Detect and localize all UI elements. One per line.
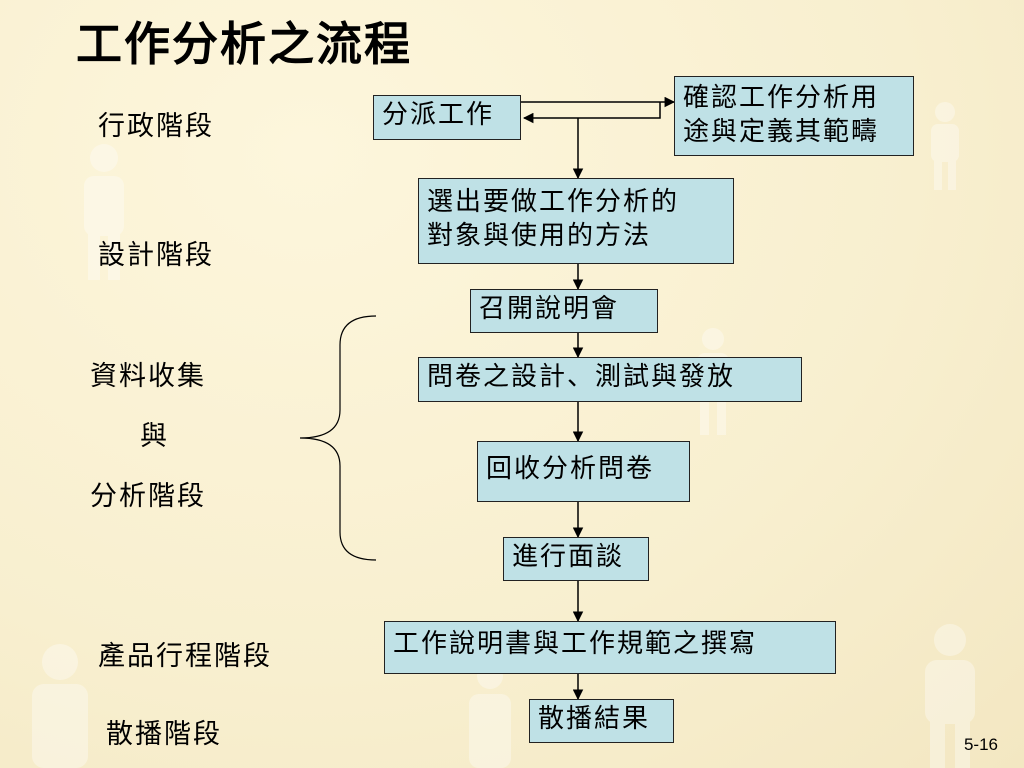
step-analyze-label: 回收分析問卷 (486, 454, 655, 484)
stage-product: 產品行程階段 (98, 641, 272, 672)
curly-brace (299, 315, 377, 561)
step-assign-work: 分派工作 (373, 95, 521, 140)
person-silhouette-decoration (925, 624, 975, 768)
arrow-confirm-to-assign (522, 102, 661, 124)
step-briefing-label: 召開說明會 (479, 294, 620, 324)
stage-data-collection-line3: 分析階段 (90, 481, 206, 512)
person-silhouette-decoration (84, 144, 124, 280)
step-write-label: 工作說明書與工作規範之撰寫 (393, 629, 758, 659)
person-silhouette-decoration (931, 102, 959, 190)
person-silhouette-decoration (32, 644, 88, 768)
step-questionnaire-label: 問卷之設計、測試與發放 (427, 362, 736, 392)
page-number: 5-16 (963, 735, 998, 754)
step-confirm-purpose: 確認工作分析用 途與定義其範疇 (674, 76, 914, 156)
step-select-subjects: 選出要做工作分析的 對象與使用的方法 (418, 178, 734, 264)
slide-title: 工作分析之流程 (76, 17, 412, 71)
step-briefing: 召開說明會 (470, 289, 658, 333)
step-assign-label: 分派工作 (382, 100, 495, 130)
step-write-spec: 工作說明書與工作規範之撰寫 (384, 621, 836, 674)
step-interview-label: 進行面談 (512, 542, 625, 572)
step-questionnaire: 問卷之設計、測試與發放 (418, 357, 802, 402)
stage-dissemination: 散播階段 (106, 719, 222, 750)
step-select-label-line1: 選出要做工作分析的 (427, 187, 680, 217)
stage-administrative: 行政階段 (98, 111, 214, 142)
stage-data-collection-line1: 資料收集 (90, 361, 206, 392)
stage-design: 設計階段 (98, 240, 214, 271)
step-distribute-results: 散播結果 (529, 699, 674, 743)
step-interview: 進行面談 (503, 537, 649, 581)
step-distribute-label: 散播結果 (538, 704, 651, 734)
stage-data-collection-line2: 與 (140, 421, 169, 452)
step-select-label-line2: 對象與使用的方法 (427, 221, 652, 251)
step-analyze-questionnaire: 回收分析問卷 (477, 441, 690, 502)
step-confirm-label-line2: 途與定義其範疇 (683, 117, 880, 147)
step-confirm-label-line1: 確認工作分析用 (683, 83, 880, 113)
